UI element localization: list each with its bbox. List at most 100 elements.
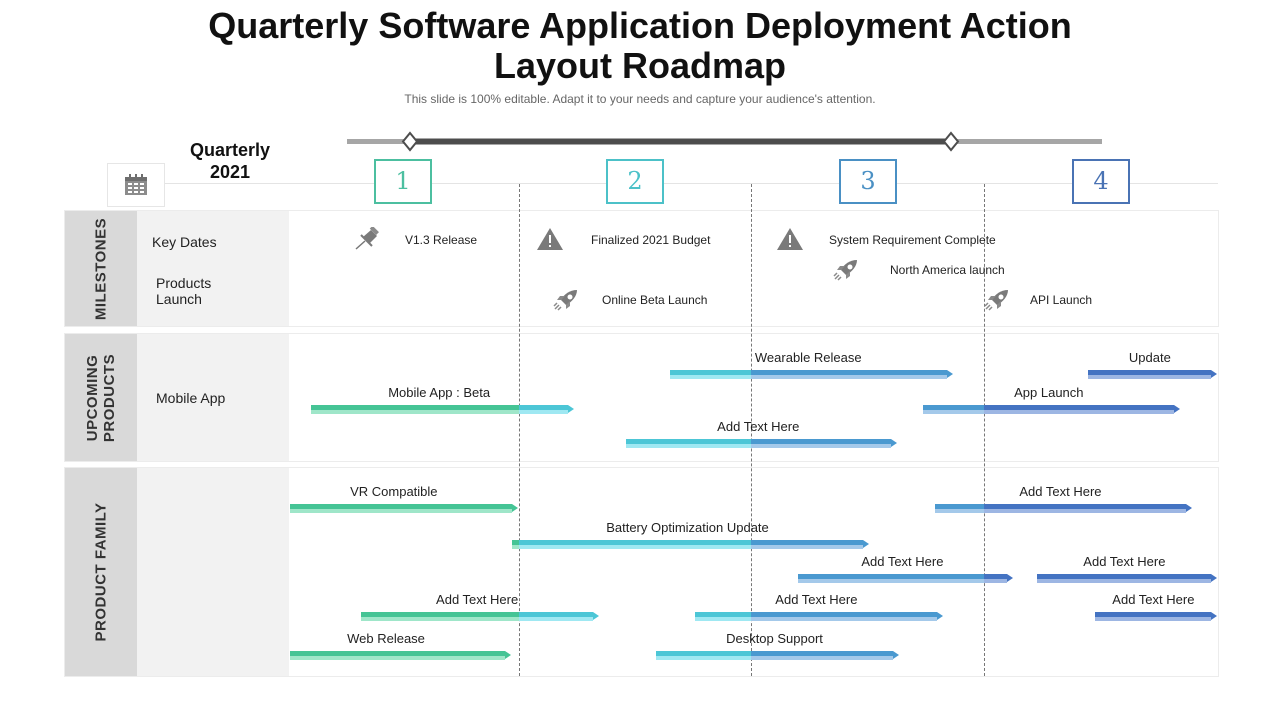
arrow-head-icon	[937, 612, 944, 620]
section-upcoming-products: UPCOMING PRODUCTS Mobile App	[64, 333, 1219, 462]
section-product-family: PRODUCT FAMILY	[64, 467, 1219, 677]
sublabel-products-launch: Products Launch	[156, 275, 212, 307]
key-date-label: Finalized 2021 Budget	[591, 233, 711, 247]
calendar-icon	[125, 174, 147, 195]
page-title-line-1: Quarterly Software Application Deploymen…	[208, 5, 1072, 46]
upcoming-product-bar	[669, 370, 953, 379]
calendar-box	[107, 163, 165, 207]
quarter-divider-3-4	[984, 184, 985, 676]
upcoming-product-bar	[1088, 370, 1218, 379]
period-label-line-1: Quarterly	[189, 140, 271, 160]
product-launch-label: API Launch	[1030, 293, 1093, 307]
period-label-line-2: 2021	[209, 162, 251, 182]
product-family-bar-segment-q4	[983, 574, 1008, 583]
product-family-bar-segment-q4	[1037, 574, 1212, 583]
upcoming-product-bar-segment-q3	[923, 405, 984, 414]
section-milestones: MILESTONES Key Dates Products Launch	[64, 210, 1219, 327]
timeline-handle-end[interactable]	[942, 131, 960, 152]
section-tag-milestones: MILESTONES	[65, 211, 137, 326]
product-family-bar-label: Add Text Here	[1112, 592, 1195, 607]
product-family-bar-segment-q1	[512, 540, 519, 549]
pushpin-icon	[353, 225, 381, 251]
product-family-bar-label: Add Text Here	[775, 592, 858, 607]
timeline-range	[410, 138, 951, 145]
upcoming-product-bar-label: Add Text Here	[717, 419, 800, 434]
arrow-head-icon	[1174, 405, 1181, 413]
section-tag-line-1: UPCOMING	[84, 354, 101, 441]
upcoming-product-bar-segment-q2	[518, 405, 568, 414]
product-family-bar-segment-q2	[655, 651, 751, 660]
upcoming-product-bar-segment-q2	[669, 370, 751, 379]
quarter-box-3: 3	[839, 159, 897, 204]
product-family-bar-segment-q2	[518, 612, 594, 621]
product-family-bar-label: Add Text Here	[436, 592, 519, 607]
arrow-head-icon	[1185, 504, 1192, 512]
section-sublabels-upcoming: Mobile App	[137, 334, 289, 461]
product-family-bar	[695, 612, 944, 621]
rocket-icon	[552, 288, 580, 312]
rocket-icon	[983, 288, 1011, 312]
product-family-bar	[360, 612, 600, 621]
key-date-label: V1.3 Release	[405, 233, 478, 247]
page-title-line-2: Layout Roadmap	[493, 45, 787, 86]
product-family-bar-segment-q2	[518, 540, 751, 549]
product-family-bar-segment-q3	[750, 540, 863, 549]
arrow-head-icon	[1211, 574, 1218, 582]
upcoming-product-bar-label: Update	[1128, 350, 1171, 365]
section-sublabels-milestones: Key Dates Products Launch	[137, 211, 289, 326]
product-family-bar-label: Desktop Support	[726, 631, 823, 646]
section-tag-label: UPCOMING PRODUCTS	[84, 353, 118, 441]
section-tag-label: PRODUCT FAMILY	[92, 502, 110, 642]
upcoming-product-bar-segment-q4	[983, 405, 1175, 414]
upcoming-product-bar-segment-q4	[1088, 370, 1212, 379]
upcoming-product-bar-segment-q3	[750, 439, 891, 448]
header-line	[163, 183, 1218, 184]
subtitle: This slide is 100% editable. Adapt it to…	[404, 92, 876, 106]
sublabel-mobile-app: Mobile App	[156, 390, 226, 406]
product-family-bar	[512, 540, 869, 549]
arrow-head-icon	[946, 370, 953, 378]
product-family-bar-label: Add Text Here	[861, 554, 944, 569]
upcoming-product-bar-segment-q1	[310, 405, 519, 414]
product-family-bar	[655, 651, 900, 660]
arrow-head-icon	[890, 439, 897, 447]
product-family-bar-segment-q1	[289, 651, 506, 660]
product-family-bar-segment-q1	[290, 504, 513, 513]
product-family-bar	[797, 574, 1014, 583]
product-family-bar-label: Add Text Here	[1083, 554, 1166, 569]
product-family-bar	[267, 651, 512, 660]
product-family-bar-segment-q4	[983, 504, 1186, 513]
timeline-handle-start[interactable]	[401, 131, 419, 152]
arrow-head-icon	[1007, 574, 1014, 582]
sublabel-key-dates: Key Dates	[152, 234, 217, 250]
arrow-head-icon	[1211, 370, 1218, 378]
timeline-slider	[347, 131, 1102, 152]
arrow-head-icon	[1211, 612, 1218, 620]
product-family-bar-segment-q3	[750, 612, 938, 621]
key-date-label: System Requirement Complete	[829, 233, 996, 247]
upcoming-product-bar	[310, 405, 574, 414]
section-sublabels-product-family	[137, 468, 289, 676]
upcoming-product-bar-label: Wearable Release	[754, 350, 862, 365]
warning-icon	[776, 227, 804, 251]
product-family-bar-label: Web Release	[347, 631, 425, 646]
upcoming-product-bar-segment-q2	[625, 439, 751, 448]
product-family-bar-segment-q2	[695, 612, 751, 621]
arrow-head-icon	[893, 651, 900, 659]
upcoming-product-bar-label: Mobile App : Beta	[388, 385, 491, 400]
product-family-bar	[935, 504, 1192, 513]
product-family-bar-segment-q4	[1095, 612, 1212, 621]
page-title: Quarterly Software Application Deploymen…	[0, 6, 1280, 86]
quarter-box-2: 2	[606, 159, 664, 204]
product-family-bar	[1037, 574, 1218, 583]
product-family-bar-label: VR Compatible	[350, 484, 438, 499]
section-tag-label: MILESTONES	[92, 217, 110, 320]
quarter-box-1: 1	[374, 159, 432, 204]
section-tag-upcoming-products: UPCOMING PRODUCTS	[65, 334, 137, 461]
upcoming-product-bar-label: App Launch	[1014, 385, 1084, 400]
quarter-divider-1-2	[519, 184, 520, 676]
product-family-bar-segment-q3	[750, 651, 894, 660]
arrow-head-icon	[505, 651, 512, 659]
upcoming-product-bar-segment-q3	[750, 370, 947, 379]
product-family-bar-label: Battery Optimization Update	[606, 520, 769, 535]
